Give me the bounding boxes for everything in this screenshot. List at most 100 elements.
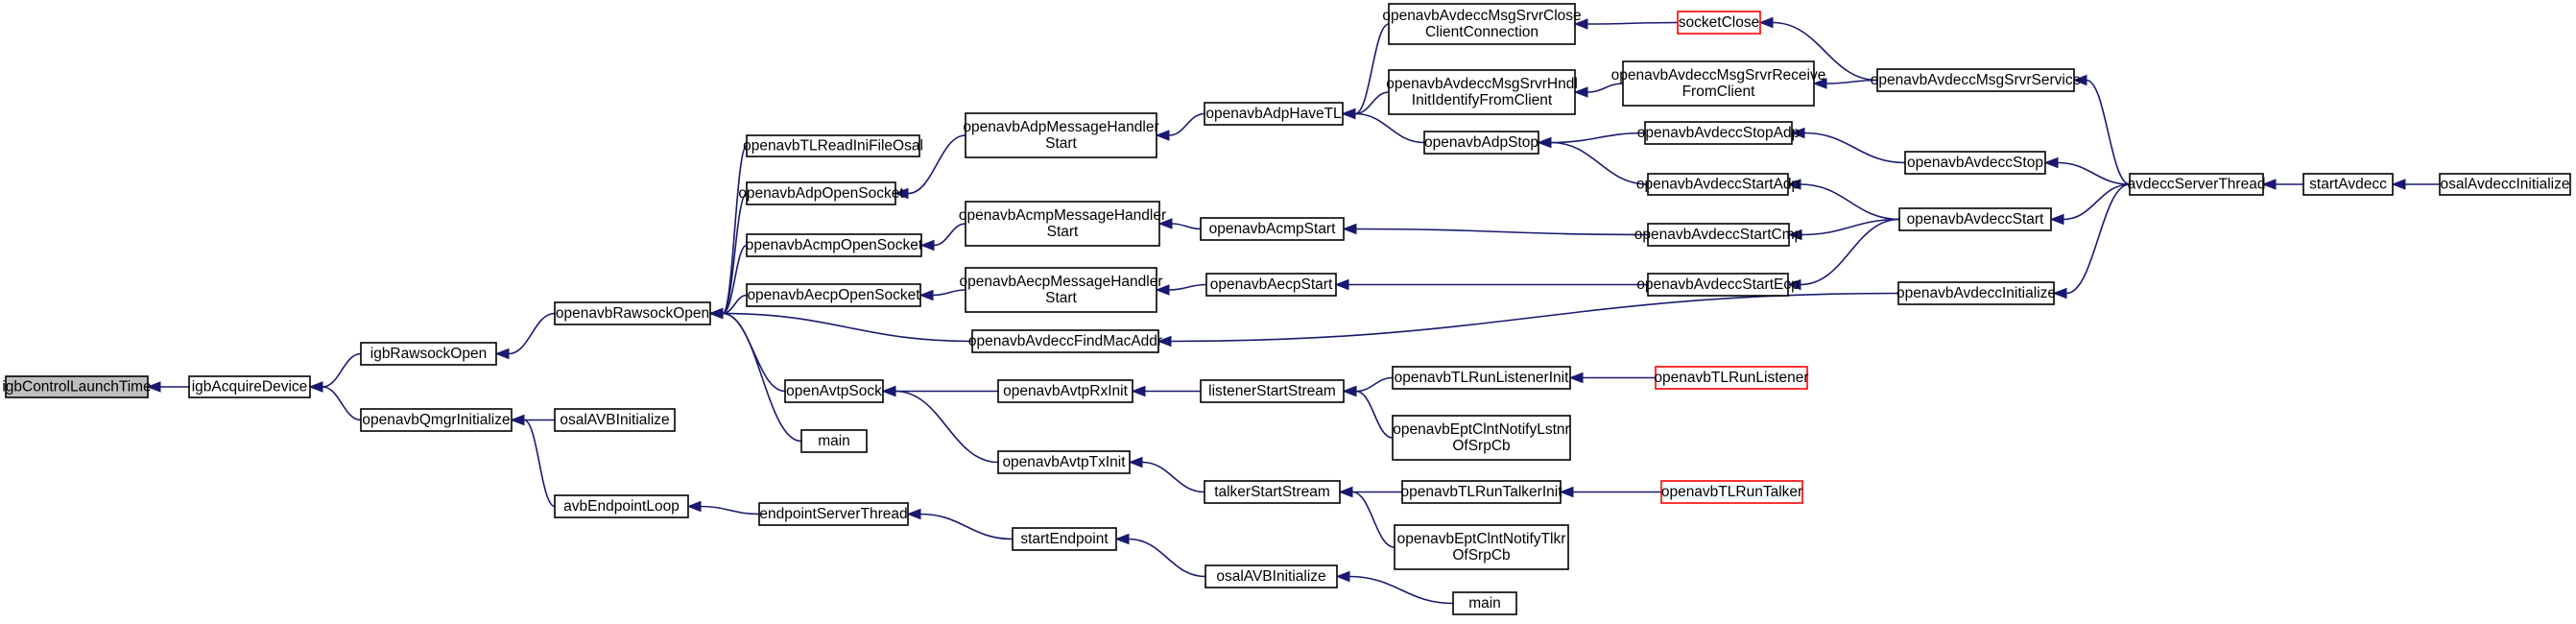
node-openavbaecpstart[interactable]: openavbAecpStart — [1205, 273, 1337, 297]
node-openavbavdeccfindmacaddr[interactable]: openavbAvdeccFindMacAddr — [968, 329, 1162, 353]
node-avbendpointloop[interactable]: avbEndpointLoop — [554, 494, 689, 518]
node-igbcontrollaunchtime[interactable]: igbControlLaunchTime — [2, 375, 152, 398]
arrowhead-icon — [1786, 179, 1801, 190]
node-openavbavdeccmsgsrvrservice[interactable]: openavbAvdeccMsgSrvrService — [1871, 68, 2081, 92]
node-box — [1401, 480, 1562, 504]
node-label: openavbAvdeccMsgSrvrReceive — [1611, 67, 1826, 84]
node-avdeccserverthread[interactable]: avdeccServerThread — [2128, 173, 2266, 196]
node-openavbavdeccstartcmp[interactable]: openavbAvdeccStartCmp — [1634, 223, 1802, 247]
node-openavbavtprxinit[interactable]: openavbAvtpRxInit — [997, 379, 1133, 403]
node-osalavbinitialize[interactable]: osalAVBInitialize — [554, 408, 676, 432]
edge-n23-to-n17 — [1157, 218, 1202, 230]
node-openavbqmgrinitialize[interactable]: openavbQmgrInitialize — [360, 408, 513, 432]
node-box — [1388, 69, 1576, 115]
node-openavbavdeccmsgsrvrcloseclientconnection[interactable]: openavbAvdeccMsgSrvrCloseClientConnectio… — [1382, 3, 1582, 45]
node-label: openavbAvdeccStopAdp — [1637, 125, 1801, 141]
node-box — [971, 329, 1159, 353]
node-label: socketClose — [1679, 14, 1759, 31]
node-label: openavbAvtpRxInit — [1003, 383, 1129, 399]
arrowhead-icon — [1786, 278, 1801, 291]
node-openavbtlruntalkerinit[interactable]: openavbTLRunTalkerInit — [1400, 480, 1562, 504]
node-label: osalAVBInitialize — [560, 412, 669, 428]
node-openavbtlruntalker[interactable]: openavbTLRunTalker — [1660, 480, 1803, 504]
edge-n13-to-n5 — [708, 307, 786, 393]
node-openavbtlrunlistenerinit[interactable]: openavbTLRunListenerInit — [1392, 366, 1571, 390]
node-box — [1897, 281, 2055, 305]
node-label: openavbAvdeccMsgSrvrService — [1871, 72, 2081, 88]
arrowhead-icon — [2261, 179, 2277, 190]
node-listenerstartstream[interactable]: listenerStartStream — [1200, 379, 1345, 403]
edge-line — [1348, 575, 1454, 605]
node-openavbavdeccstart[interactable]: openavbAvdeccStart — [1898, 207, 2052, 231]
arrowhead-icon — [1559, 486, 1574, 498]
node-openavbtlreadinifileosal[interactable]: openavbTLReadIniFileOsal — [743, 134, 923, 157]
node-openavbacmpopensocket[interactable]: openavbAcmpOpenSocket — [746, 233, 923, 257]
arrowhead-icon — [2049, 213, 2064, 226]
node-openavbadpopensocket[interactable]: openavbAdpOpenSocket — [738, 181, 904, 205]
node-startendpoint[interactable]: startEndpoint — [1012, 527, 1117, 551]
node-socketclose[interactable]: socketClose — [1677, 11, 1761, 35]
edge-n17-to-n10 — [919, 223, 966, 252]
node-label: avbEndpointLoop — [563, 498, 680, 515]
node-main[interactable]: main — [800, 429, 868, 453]
edge-line — [1168, 283, 1207, 291]
node-openavbacmpstart[interactable]: openavbAcmpStart — [1200, 217, 1345, 241]
edge-line — [722, 312, 973, 343]
node-openavbtlrunlistener[interactable]: openavbTLRunListener — [1654, 366, 1809, 390]
node-igbrawsockopen[interactable]: igbRawsockOpen — [360, 342, 497, 366]
edge-n36-to-n28 — [1573, 18, 1679, 30]
node-openavbavdeccinitialize[interactable]: openavbAvdeccInitialize — [1896, 281, 2056, 305]
edge-n44-to-n37 — [1812, 78, 1878, 89]
node-igbacquiredevice[interactable]: igbAcquireDevice — [188, 375, 311, 398]
arrowhead-icon — [1157, 218, 1173, 229]
edge-line — [1354, 112, 1425, 144]
edge-n14-to-n5 — [708, 307, 802, 443]
node-label: openavbAvdeccStartEcp — [1636, 276, 1799, 293]
edge-n49-to-n48 — [2261, 179, 2304, 190]
edge-n12-to-n5 — [708, 307, 973, 343]
node-openavbavdeccstopadp[interactable]: openavbAvdeccStopAdp — [1637, 121, 1801, 145]
edge-line — [700, 505, 760, 516]
node-openavbadphavetl[interactable]: openavbAdpHaveTL — [1204, 102, 1344, 126]
node-startavdecc[interactable]: startAvdecc — [2302, 173, 2394, 196]
node-label: openavbEptClntNotifyLstnr — [1393, 421, 1569, 438]
node-endpointserverthread[interactable]: endpointServerThread — [758, 502, 909, 526]
node-openavbaecpopensocket[interactable]: openavbAecpOpenSocket — [746, 283, 921, 307]
node-label: openavbAvdeccMsgSrvrClose — [1382, 8, 1581, 24]
node-osalavdeccinitialize[interactable]: osalAvdeccInitialize — [2439, 173, 2571, 196]
node-box — [360, 408, 513, 432]
edge-n21-to-n15 — [906, 508, 1014, 540]
call-edges — [146, 16, 2441, 605]
arrowhead-icon — [308, 381, 323, 393]
node-box — [758, 502, 909, 526]
node-osalavbinitialize[interactable]: osalAVBInitialize — [1205, 564, 1338, 588]
node-openavbrawsockopen[interactable]: openavbRawsockOpen — [554, 301, 711, 325]
edge-line — [322, 386, 362, 421]
edge-n32-to-n25 — [1342, 385, 1394, 439]
node-openavbavdeccstop[interactable]: openavbAvdeccStop — [1904, 151, 2046, 175]
edge-line — [1355, 390, 1394, 439]
edge-line — [1355, 376, 1394, 393]
node-openavtpsock[interactable]: openAvtpSock — [784, 379, 884, 403]
node-label: endpointServerThread — [759, 506, 907, 522]
node-openavbavdeccstartadp[interactable]: openavbAvdeccStartAdp — [1636, 173, 1800, 196]
node-label: igbAcquireDevice — [192, 379, 308, 396]
node-openavbavtptxinit[interactable]: openavbAvtpTxInit — [997, 450, 1131, 474]
node-label: OfSrpCb — [1452, 547, 1510, 564]
edge-line — [932, 289, 966, 297]
node-box — [784, 379, 884, 403]
node-main[interactable]: main — [1452, 591, 1517, 615]
node-label: listenerStartStream — [1208, 383, 1336, 399]
node-openavbavdeccmsgsrvrhndlinitidentifyfromclient[interactable]: openavbAvdeccMsgSrvrHndlInitIdentifyFrom… — [1386, 69, 1578, 115]
node-openavbadpstop[interactable]: openavbAdpStop — [1423, 131, 1539, 155]
node-talkerstartstream[interactable]: talkerStartStream — [1204, 480, 1341, 504]
edge-line — [1772, 21, 1878, 82]
edge-line — [1803, 132, 1906, 164]
node-openavbavdeccstartecp[interactable]: openavbAvdeccStartEcp — [1636, 273, 1800, 297]
